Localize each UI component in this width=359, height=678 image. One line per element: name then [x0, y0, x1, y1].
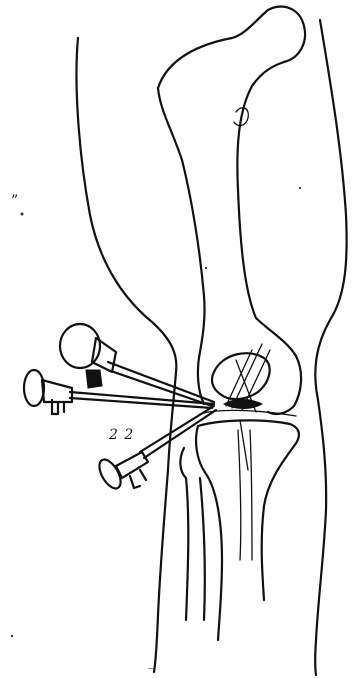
speck-2 — [11, 635, 13, 637]
mark-quote: ” — [11, 194, 18, 208]
speck-1 — [21, 213, 24, 216]
tibia-outline — [196, 420, 299, 640]
instrument-shaft-lower — [140, 406, 216, 458]
instrument-handle-middle[interactable] — [24, 370, 44, 406]
portal-number-label: 2 2 — [109, 428, 134, 442]
arthroscope-valve-upper — [86, 370, 102, 388]
bottom-mark: _ — [148, 656, 154, 668]
patella-outline — [212, 353, 270, 399]
speck-4 — [205, 267, 207, 269]
meniscus-shadow — [224, 400, 262, 409]
instrument-body-middle — [42, 380, 72, 414]
speck-3 — [299, 187, 301, 189]
fibula-outline — [180, 448, 204, 620]
thigh-outline-right — [315, 20, 346, 675]
femur-outline — [158, 7, 305, 414]
